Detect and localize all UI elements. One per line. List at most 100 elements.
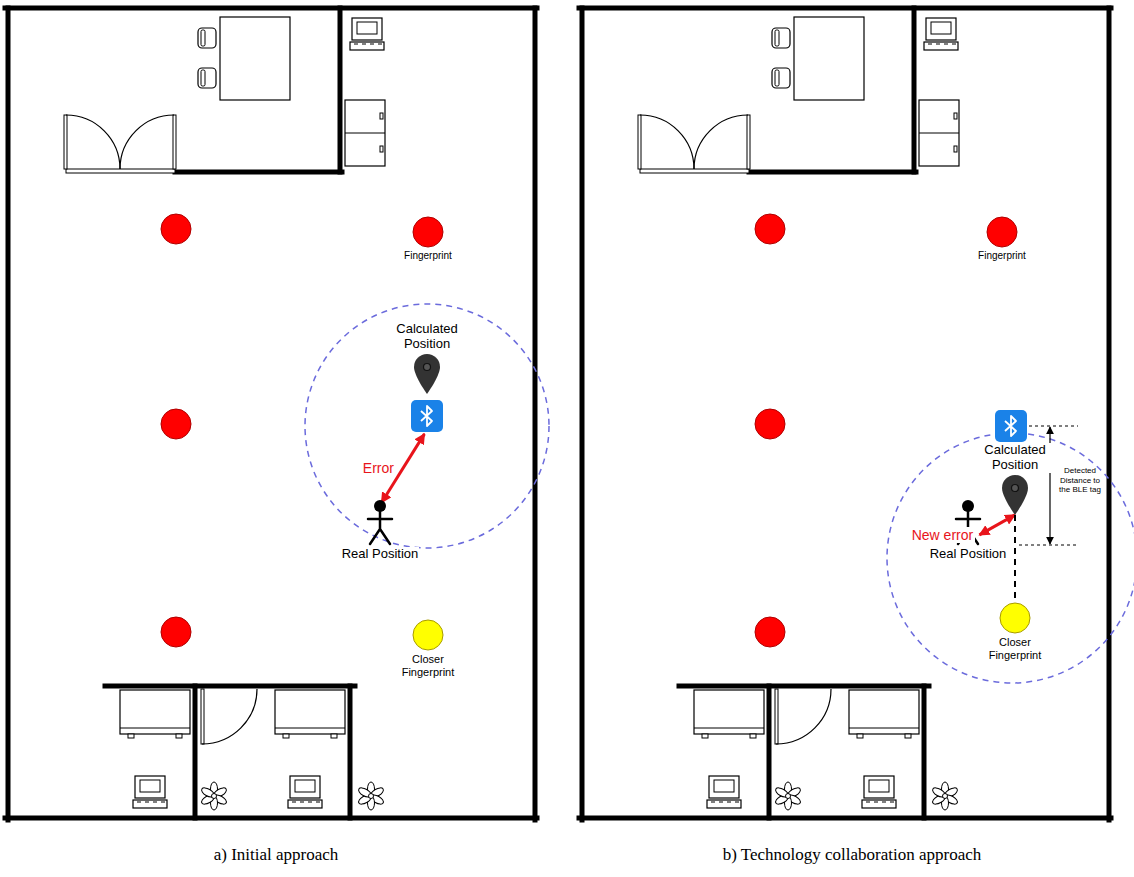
keyboard (862, 800, 896, 808)
position-pin-with-tag (411, 354, 443, 434)
plant-center (212, 794, 217, 799)
wall (767, 686, 772, 818)
key-row (300, 802, 304, 803)
chair-seat (772, 68, 790, 88)
keyboard (707, 800, 741, 808)
table (220, 17, 290, 100)
screen (357, 22, 377, 34)
wall (193, 686, 198, 818)
desk-icon (849, 690, 919, 738)
fingerprint-point (755, 409, 785, 439)
edge-label: New error (910, 527, 975, 543)
chair-back (775, 70, 779, 86)
cabinet-handle (954, 113, 957, 119)
key-row (370, 44, 374, 45)
door-leaf (201, 689, 204, 744)
plant-icon (357, 782, 385, 810)
fingerprint-circle (999, 602, 1031, 634)
tag-body (995, 410, 1027, 442)
desk-top (120, 690, 190, 734)
calculated-position: Calculated Position (973, 443, 1057, 517)
location-pin (414, 354, 440, 394)
screen (931, 22, 951, 34)
dimension-label: Detected Distance to the BLE tag (1055, 466, 1105, 495)
computer-icon (862, 776, 896, 808)
fingerprint-node: Fingerprint (388, 214, 468, 262)
door-swing (120, 115, 174, 169)
fingerprint-dot (413, 620, 443, 650)
wall (679, 684, 929, 689)
cabinet-handle (380, 146, 383, 152)
calculated-position: Calculated Position (385, 322, 469, 436)
chair-icon (198, 28, 216, 48)
node-label: Fingerprint (403, 250, 453, 262)
tag-body (411, 400, 443, 432)
table (794, 17, 864, 100)
screen (869, 780, 889, 792)
wall (105, 684, 355, 689)
desk-leg (702, 734, 708, 738)
plant-icon (774, 782, 802, 810)
fingerprint-point (755, 617, 785, 647)
desk-edge (849, 728, 919, 729)
subfigure-caption: a) Initial approach (116, 845, 436, 865)
desk-edge (120, 728, 190, 729)
screen (714, 780, 734, 792)
key-row (719, 802, 723, 803)
screen (295, 780, 315, 792)
wall (175, 170, 342, 175)
key-row (874, 802, 878, 803)
position-person: Real Position (330, 497, 430, 562)
chair-back (775, 30, 779, 46)
computer-icon (924, 18, 958, 50)
desk-icon (275, 690, 345, 738)
desk-top (694, 690, 764, 734)
computer-icon (707, 776, 741, 808)
error-arrow (979, 515, 1015, 535)
chair-back (201, 30, 205, 46)
pin-hole (424, 363, 431, 370)
key-row (145, 802, 149, 803)
key-row (378, 44, 382, 45)
wall (580, 8, 585, 820)
person-figure (365, 499, 395, 545)
node-label: Fingerprint (977, 250, 1027, 262)
monitor (926, 18, 956, 40)
wall (579, 6, 1111, 11)
door-swing (640, 115, 694, 169)
floor-plan (5, 8, 537, 820)
key-row (952, 44, 956, 45)
keyboard (288, 800, 322, 808)
key-row (890, 802, 894, 803)
door-swing (776, 689, 831, 744)
keyboard (133, 800, 167, 808)
chair-seat (772, 28, 790, 48)
fingerprint-node: Fingerprint (962, 214, 1042, 262)
fingerprint-point (161, 617, 191, 647)
computer-icon (350, 18, 384, 50)
location-pin (1002, 475, 1028, 515)
key-row (936, 44, 940, 45)
computer-icon (288, 776, 322, 808)
monitor (135, 776, 165, 798)
fingerprint-circle (986, 216, 1018, 248)
node-label: Calculated Position (973, 443, 1057, 473)
wall (912, 8, 917, 172)
plant-icon (200, 782, 228, 810)
door-leaf (173, 115, 176, 169)
chair-icon (198, 68, 216, 88)
key-row (882, 802, 886, 803)
leaf (357, 786, 373, 799)
fingerprint-point (755, 214, 785, 244)
desk-leg (128, 734, 134, 738)
node-label: Closer Fingerprint (391, 653, 465, 678)
desk-edge (694, 728, 764, 729)
keyboard (350, 42, 384, 50)
leaf (931, 786, 947, 799)
key-row (944, 44, 948, 45)
key-row (928, 44, 932, 45)
wall (533, 8, 538, 820)
dashed-connector (1014, 515, 1016, 602)
